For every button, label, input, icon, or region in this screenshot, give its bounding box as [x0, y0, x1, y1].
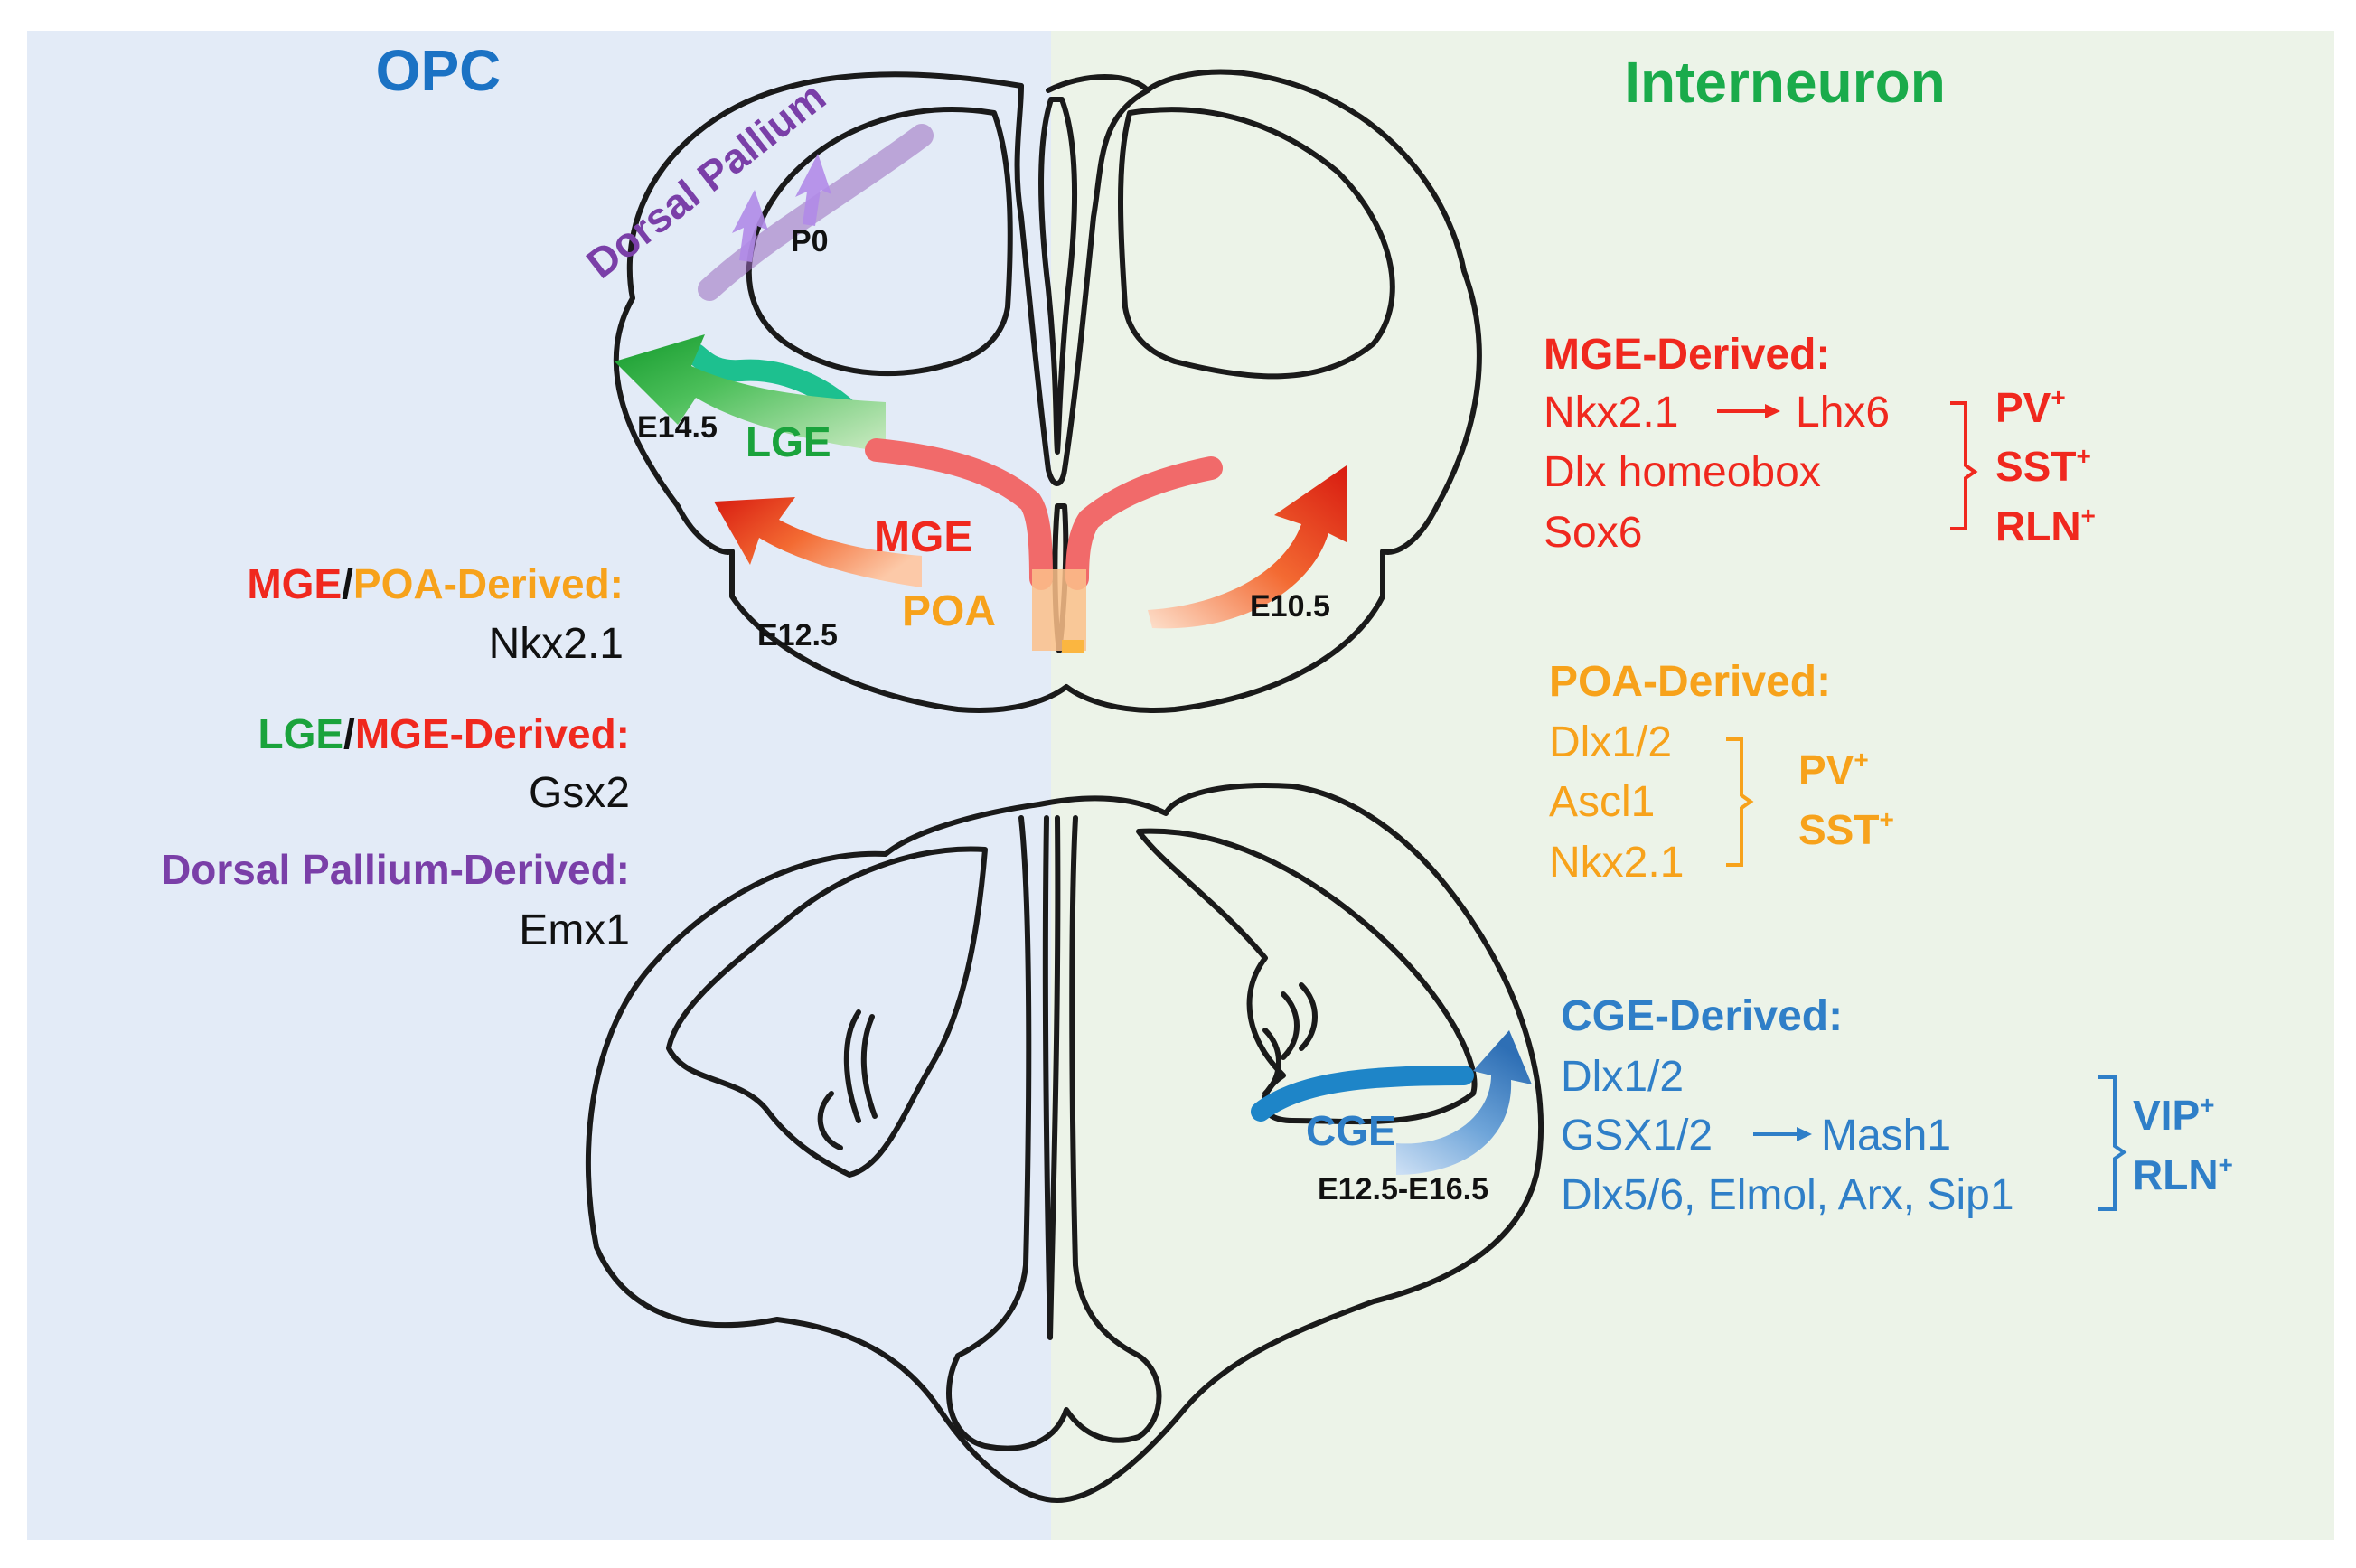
in-poa-block: POA-Derived: Dlx1/2 Ascl1 Nkx2.1 PV+ SST…: [1549, 658, 1894, 887]
pallium-arrows: [732, 154, 831, 262]
opc-dorsal-block: Dorsal Pallium-Derived: Emx1: [161, 846, 630, 954]
poa-region-bottom: [1062, 640, 1084, 653]
in-mge-marker-sst: SST: [1995, 443, 2076, 490]
opc-lge-mge-block: LGE/MGE-Derived: Gsx2: [258, 710, 630, 817]
opc-poa-derived: POA-Derived:: [353, 560, 624, 607]
opc-title: OPC: [376, 38, 502, 103]
in-cge-marker-vip: VIP: [2133, 1092, 2200, 1139]
cge-arrow: [1396, 1030, 1532, 1175]
in-cge-marker-rln-sup: +: [2219, 1150, 2233, 1178]
in-poa-title: POA-Derived:: [1549, 658, 1831, 706]
e12-5-label: E12.5: [757, 618, 838, 653]
in-cge-block: CGE-Derived: Dlx1/2 GSX1/2 Mash1 Dlx5/6,…: [1561, 992, 2233, 1219]
mge-arrow-right: [1148, 465, 1347, 629]
in-poa-marker-sst: SST: [1798, 806, 1879, 853]
in-poa-brace: [1726, 737, 1754, 867]
svg-text:PV+: PV+: [1798, 746, 1869, 793]
in-mge-marker-sst-sup: +: [2076, 442, 2090, 470]
in-poa-gene-dlx12: Dlx1/2: [1549, 718, 1672, 766]
in-mge-arrow-head: [1765, 404, 1780, 418]
in-cge-gene-dlx56: Dlx5/6, Elmol, Arx, Sip1: [1561, 1171, 2014, 1219]
in-poa-gene-ascl1: Ascl1: [1549, 778, 1655, 826]
in-poa-gene-nkx21: Nkx2.1: [1549, 839, 1684, 887]
in-mge-title: MGE-Derived:: [1544, 331, 1830, 379]
cge-label: CGE: [1306, 1107, 1396, 1154]
in-mge-gene-sox6: Sox6: [1544, 509, 1642, 557]
in-cge-gene-dlx12: Dlx1/2: [1561, 1053, 1684, 1101]
in-poa-marker-pv-sup: +: [1854, 746, 1868, 774]
in-cge-gene-mash1: Mash1: [1821, 1112, 1951, 1160]
top-brain-outline: [613, 69, 1482, 713]
mge-band-left: [865, 438, 1053, 590]
opc-panel-bg: [27, 31, 1051, 1540]
e10-5-label: E10.5: [1250, 589, 1330, 624]
in-mge-gene-dlx: Dlx homeobox: [1544, 448, 1821, 496]
in-poa-marker-pv: PV: [1798, 746, 1854, 793]
in-mge-block: MGE-Derived: Nkx2.1 Lhx6 Dlx homeobox So…: [1544, 331, 2096, 557]
in-mge-marker-pv-sup: +: [2051, 383, 2065, 411]
svg-text:SST+: SST+: [1995, 442, 2091, 490]
opc-gene-emx1: Emx1: [519, 906, 630, 954]
in-mge-marker-pv: PV: [1995, 384, 2051, 431]
poa-region: [1032, 569, 1086, 651]
interneuron-title: Interneuron: [1624, 50, 1946, 115]
opc-dorsal-title: Dorsal Pallium-Derived:: [161, 846, 630, 893]
in-cge-brace: [2098, 1075, 2127, 1211]
svg-text:PV+: PV+: [1995, 383, 2066, 431]
in-mge-brace: [1950, 401, 1978, 530]
mge-arrow-left: [714, 497, 922, 587]
lge-label: LGE: [746, 418, 831, 465]
in-mge-marker-rln: RLN: [1995, 502, 2081, 549]
svg-text:SST+: SST+: [1798, 805, 1894, 853]
e14-5-label: E14.5: [637, 410, 718, 445]
in-mge-gene-lhx6: Lhx6: [1796, 389, 1890, 437]
in-mge-gene-nkx21: Nkx2.1: [1544, 389, 1678, 437]
svg-text:RLN+: RLN+: [2133, 1150, 2233, 1198]
in-poa-marker-sst-sup: +: [1879, 805, 1893, 833]
svg-text:VIP+: VIP+: [2133, 1091, 2215, 1139]
opc-gene-gsx2: Gsx2: [529, 769, 630, 817]
in-cge-arrow-head: [1797, 1127, 1812, 1141]
bottom-brain-outline: [585, 783, 1544, 1503]
in-mge-marker-rln-sup: +: [2081, 502, 2096, 530]
in-cge-marker-rln: RLN: [2133, 1151, 2219, 1198]
opc-lge-prefix: LGE: [258, 710, 343, 757]
svg-text:RLN+: RLN+: [1995, 502, 2096, 549]
cge-band: [1251, 1066, 1474, 1122]
e12-5-e16-5-label: E12.5-E16.5: [1318, 1172, 1488, 1207]
mge-label: MGE: [874, 513, 972, 561]
in-cge-marker-vip-sup: +: [2200, 1091, 2214, 1119]
mge-band-right: [1065, 456, 1223, 590]
opc-slash-1: /: [342, 560, 353, 607]
poa-label: POA: [902, 587, 996, 635]
lge-arrow: [615, 334, 886, 452]
opc-mge-prefix: MGE: [247, 560, 342, 607]
opc-mge-poa-block: MGE/POA-Derived: Nkx2.1: [247, 560, 624, 668]
opc-mge-derived: MGE-Derived:: [355, 710, 630, 757]
opc-slash-2: /: [343, 710, 355, 757]
opc-gene-nkx21: Nkx2.1: [489, 620, 624, 668]
in-cge-gene-gsx12: GSX1/2: [1561, 1112, 1713, 1160]
in-cge-title: CGE-Derived:: [1561, 992, 1843, 1040]
svg-text:MGE/POA-Derived:: MGE/POA-Derived:: [247, 560, 624, 607]
svg-text:LGE/MGE-Derived:: LGE/MGE-Derived:: [258, 710, 630, 757]
p0-label: P0: [791, 224, 829, 258]
